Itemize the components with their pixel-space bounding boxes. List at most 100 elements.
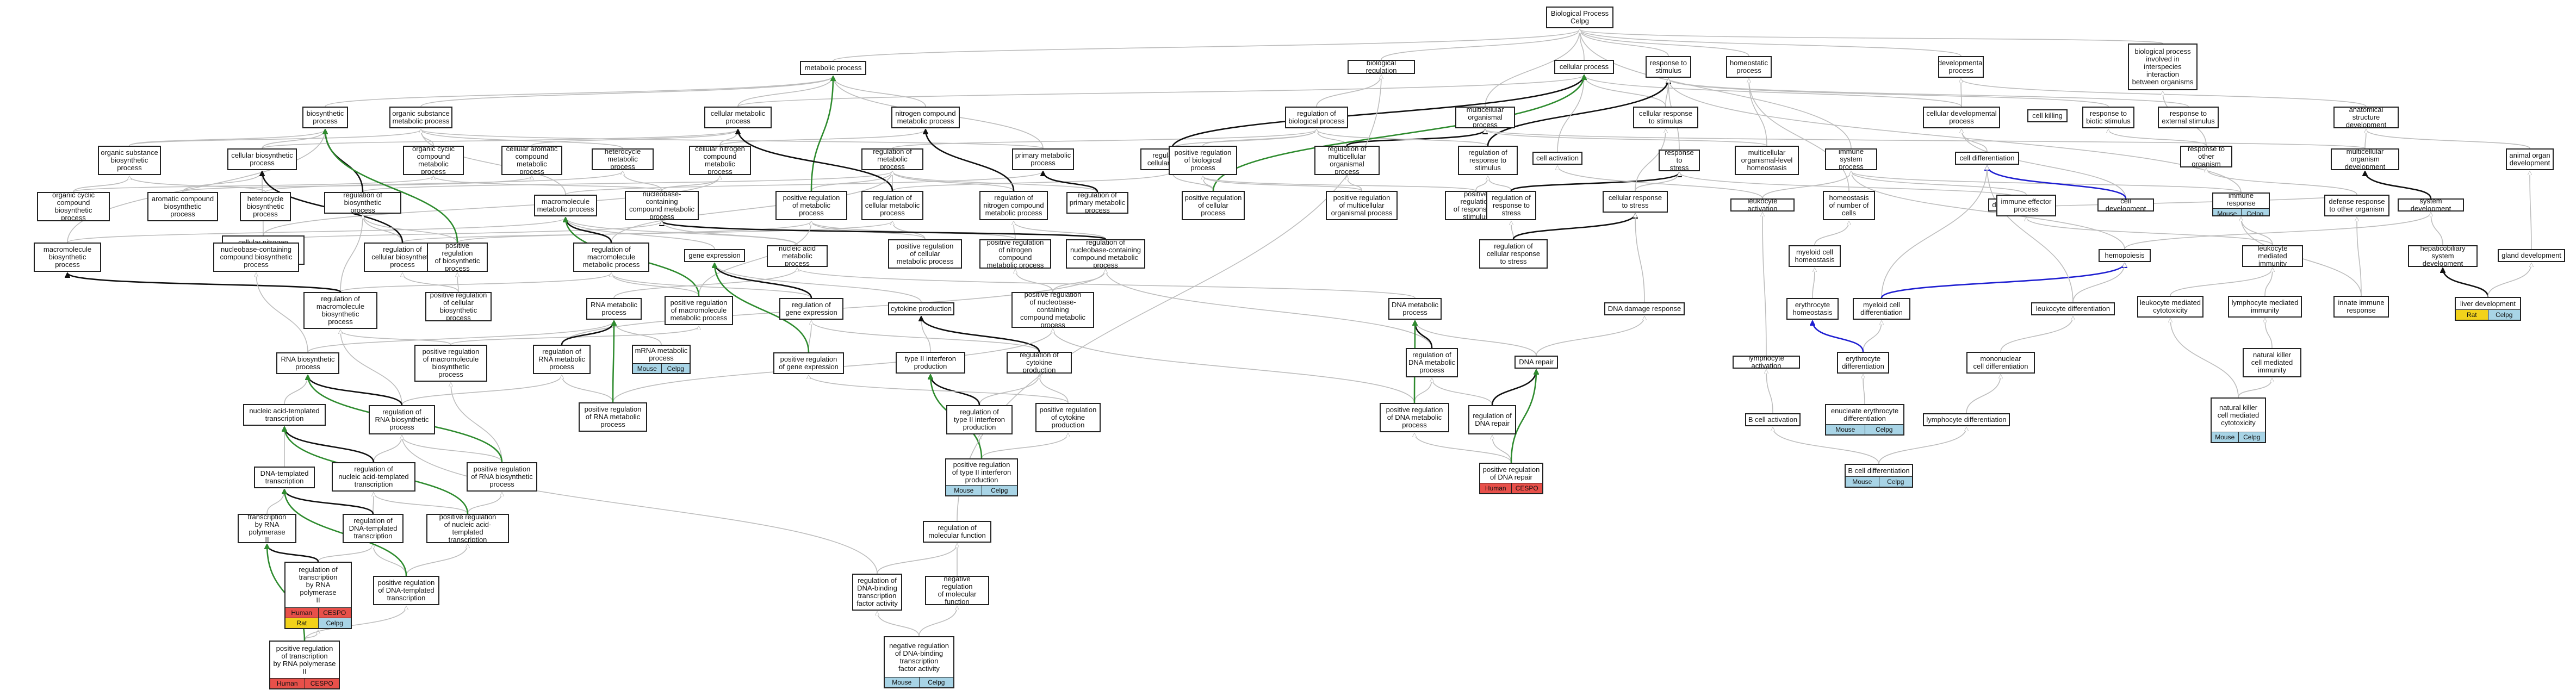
- term-node-rorna[interactable]: regulation of RNA metabolic process: [533, 345, 591, 374]
- term-node-porocmp[interactable]: positive regulation of cellular metaboli…: [888, 239, 962, 269]
- term-node-aod[interactable]: animal organ development: [2506, 148, 2554, 170]
- term-node-mod[interactable]: multicellular organism development: [2331, 148, 2399, 170]
- term-node-poromp[interactable]: positive regulation of metabolic process: [775, 191, 847, 220]
- term-node-romb[interactable]: regulation of macromolecule biosynthetic…: [303, 292, 377, 329]
- term-node-rotrnapol[interactable]: regulation of transcription by RNA polym…: [284, 562, 352, 629]
- term-node-ge[interactable]: gene expression: [684, 249, 745, 262]
- term-node-rnamp[interactable]: RNA metabolic process: [586, 298, 642, 320]
- term-node-rornabp[interactable]: regulation of RNA biosynthetic process: [369, 405, 435, 434]
- term-node-ca[interactable]: cell activation: [1532, 152, 1582, 165]
- term-node-rot1ifp[interactable]: regulation of type II interferon product…: [946, 405, 1013, 434]
- term-node-asd[interactable]: anatomical structure development: [2333, 107, 2399, 128]
- term-node-hemo[interactable]: hemopoiesis: [2099, 249, 2151, 262]
- term-node-roge[interactable]: regulation of gene expression: [779, 298, 843, 320]
- term-node-nodbtfa[interactable]: negative regulation of DNA-binding trans…: [884, 636, 954, 688]
- term-node-ncccmp[interactable]: nucleobase-containing compound metabolic…: [625, 191, 699, 220]
- term-node-bca[interactable]: B cell activation: [1745, 413, 1801, 426]
- term-node-pmp[interactable]: primary metabolic process: [1012, 148, 1074, 170]
- term-node-pororna[interactable]: positive regulation of RNA biosynthetic …: [467, 462, 537, 492]
- term-node-poromm[interactable]: positive regulation of macromolecule met…: [665, 296, 733, 325]
- term-node-dnarep[interactable]: DNA repair: [1514, 356, 1558, 369]
- term-node-cmp[interactable]: cellular metabolic process: [704, 107, 772, 128]
- term-node-rocytp[interactable]: regulation of cytokine production: [1007, 352, 1072, 374]
- term-node-natdt[interactable]: nucleic acid-templated transcription: [243, 404, 326, 426]
- term-node-devp[interactable]: developmental process: [1938, 56, 1984, 78]
- term-node-rocrts[interactable]: regulation of cellular response to stres…: [1479, 239, 1548, 269]
- term-node-rts[interactable]: response to stimulus: [1646, 56, 1691, 78]
- term-node-homp[interactable]: homeostatic process: [1726, 56, 1772, 78]
- term-node-eh[interactable]: erythrocyte homeostasis: [1786, 298, 1839, 320]
- term-node-rocmp[interactable]: regulation of cellular metabolic process: [861, 191, 923, 220]
- term-node-ck[interactable]: cell killing: [2027, 109, 2068, 122]
- term-node-porocytp[interactable]: positive regulation of cytokine producti…: [1035, 403, 1101, 432]
- term-node-porobsp[interactable]: positive regulation of biosynthetic proc…: [427, 243, 488, 272]
- term-node-hsd[interactable]: hepaticobiliary system development: [2408, 245, 2478, 267]
- term-node-rodbtfa[interactable]: regulation of DNA-binding transcription …: [852, 574, 902, 611]
- term-node-osmp[interactable]: organic substance metabolic process: [389, 107, 452, 128]
- term-node-rors[interactable]: regulation of response to stimulus: [1458, 146, 1518, 175]
- term-node-isp[interactable]: immune system process: [1825, 148, 1877, 170]
- term-node-crtstress[interactable]: cellular response to stress: [1603, 191, 1668, 213]
- term-node-rodnarep[interactable]: regulation of DNA repair: [1468, 405, 1516, 434]
- term-node-mlh[interactable]: multicellular organismal-level homeostas…: [1735, 146, 1799, 175]
- term-node-porodnamp[interactable]: positive regulation of DNA metabolic pro…: [1380, 403, 1449, 432]
- term-node-dnadr[interactable]: DNA damage response: [1604, 302, 1685, 315]
- term-node-mp[interactable]: metabolic process: [800, 61, 866, 75]
- term-node-rommp[interactable]: regulation of macromolecule metabolic pr…: [573, 243, 649, 272]
- term-node-mmp[interactable]: macromolecule metabolic process: [534, 195, 597, 216]
- term-node-crts[interactable]: cellular response to stimulus: [1633, 107, 1698, 128]
- term-node-rtes[interactable]: response to external stimulus: [2158, 107, 2219, 128]
- term-node-br[interactable]: biological regulation: [1348, 60, 1415, 74]
- term-node-mbp[interactable]: macromolecule biosynthetic process: [34, 243, 101, 272]
- term-node-porocp[interactable]: positive regulation of cellular process: [1182, 191, 1245, 220]
- term-node-pormop[interactable]: positive regulation of multicellular org…: [1326, 191, 1398, 220]
- term-node-gd[interactable]: gland development: [2498, 249, 2565, 262]
- term-node-porot1ifp[interactable]: positive regulation of type II interfero…: [945, 458, 1018, 496]
- term-node-trnapol[interactable]: transcription by RNA polymerase II: [238, 514, 296, 543]
- term-node-mch[interactable]: myeloid cell homeostasis: [1789, 245, 1841, 267]
- term-node-lmi[interactable]: leukocyte mediated immunity: [2242, 245, 2303, 267]
- term-node-dtoo[interactable]: defense response to other organism: [2324, 195, 2389, 216]
- term-node-iir[interactable]: innate immune response: [2333, 296, 2389, 318]
- term-node-lymd[interactable]: lymphocyte differentiation: [1923, 413, 2010, 426]
- term-node-porodnat[interactable]: positive regulation of DNA-templated tra…: [373, 576, 439, 605]
- term-node-ncccbp[interactable]: nucleobase-containing compound biosynthe…: [213, 243, 299, 272]
- term-node-cncmp[interactable]: cellular nitrogen compound metabolic pro…: [689, 146, 751, 175]
- term-node-acbp[interactable]: aromatic compound biosynthetic process: [147, 192, 218, 221]
- term-node-robp[interactable]: regulation of biological process: [1285, 107, 1348, 128]
- term-node-robsp[interactable]: regulation of biosynthetic process: [324, 192, 401, 214]
- term-node-iep[interactable]: immune effector process: [1996, 195, 2056, 216]
- term-node-poromb[interactable]: positive regulation of macromolecule bio…: [414, 345, 487, 382]
- term-node-porotrnapol[interactable]: positive regulation of transcription by …: [269, 641, 340, 689]
- term-node-osbp[interactable]: organic substance biosynthetic process: [98, 146, 161, 175]
- term-node-romf[interactable]: regulation of molecular function: [923, 521, 991, 543]
- term-node-mcd[interactable]: myeloid cell differentiation: [1853, 298, 1910, 320]
- term-node-porocbp[interactable]: positive regulation of cellular biosynth…: [425, 292, 492, 321]
- term-node-bp[interactable]: Biological Process Celpg: [1546, 7, 1613, 28]
- term-node-poroge[interactable]: positive regulation of gene expression: [773, 352, 844, 374]
- term-node-ld[interactable]: leukocyte differentiation: [2031, 302, 2115, 315]
- term-node-mncd[interactable]: mononuclear cell differentiation: [1966, 352, 2035, 374]
- term-node-rnabp[interactable]: RNA biosynthetic process: [276, 352, 339, 374]
- term-node-poroncmp[interactable]: positive regulation of nitrogen compound…: [979, 239, 1051, 269]
- term-node-hcmp[interactable]: heterocycle metabolic process: [592, 148, 654, 170]
- term-node-lyma[interactable]: lymphocyte activation: [1733, 356, 1800, 369]
- term-node-dnatt[interactable]: DNA-templated transcription: [254, 467, 315, 488]
- term-node-t1ifp[interactable]: type II interferon production: [896, 352, 965, 374]
- term-node-roncccmp[interactable]: regulation of nucleobase-containing comp…: [1066, 239, 1145, 269]
- term-node-cdev[interactable]: cell development: [2097, 198, 2154, 212]
- term-node-cbp[interactable]: cellular biosynthetic process: [227, 148, 297, 170]
- term-node-rodnat[interactable]: regulation of DNA-templated transcriptio…: [343, 514, 404, 543]
- term-node-bsp[interactable]: biosynthetic process: [302, 107, 348, 128]
- term-node-hnc[interactable]: homeostasis of number of cells: [1823, 191, 1875, 220]
- term-node-porornamp[interactable]: positive regulation of RNA metabolic pro…: [579, 402, 647, 432]
- term-node-ed[interactable]: erythrocyte differentiation: [1837, 352, 1889, 374]
- term-node-cdevp[interactable]: cellular developmental process: [1923, 107, 2000, 128]
- term-node-rorstress[interactable]: regulation of response to stress: [1486, 191, 1536, 220]
- term-node-lmc[interactable]: leukocyte mediated cytotoxicity: [2137, 296, 2203, 318]
